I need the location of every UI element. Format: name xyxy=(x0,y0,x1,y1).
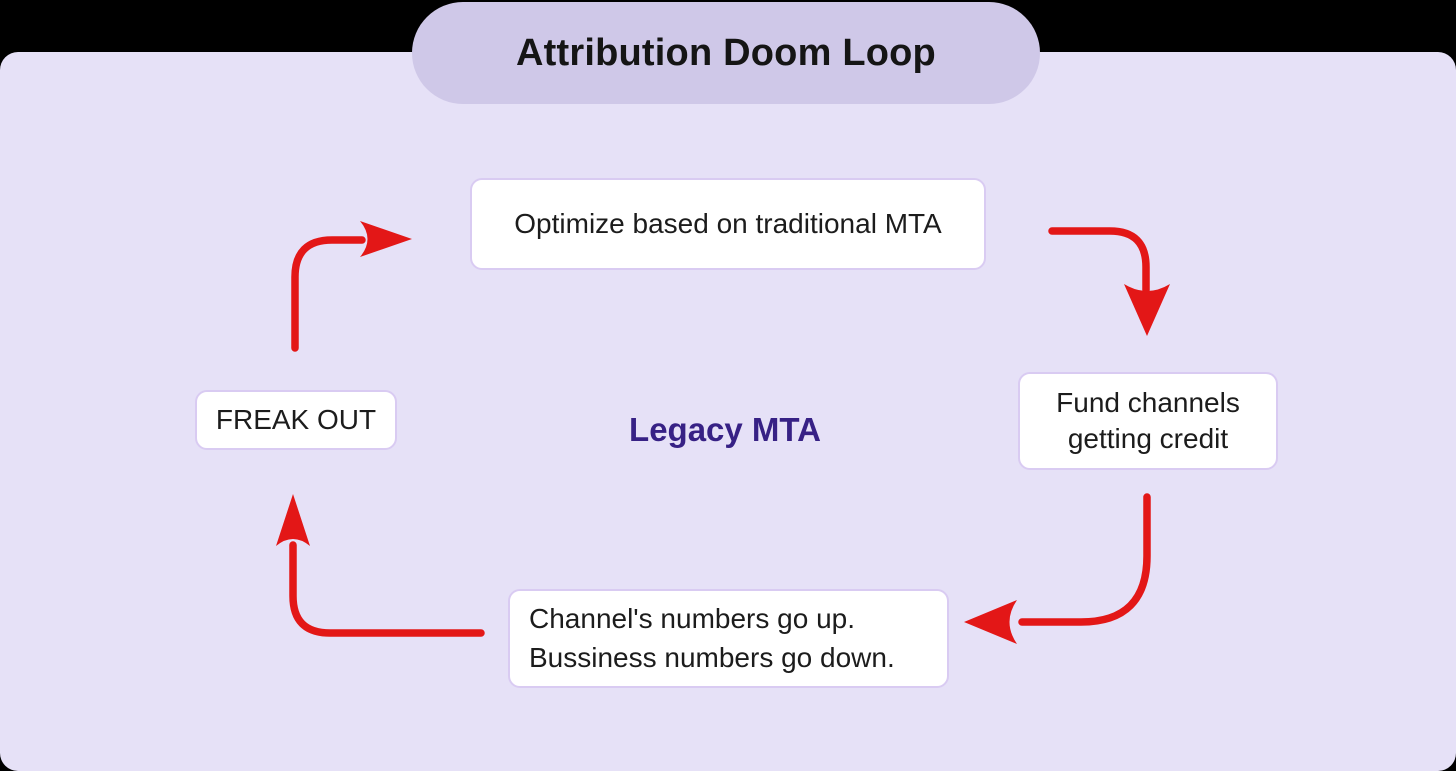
diagram-title: Attribution Doom Loop xyxy=(516,31,936,74)
node-numbers: Channel's numbers go up. Bussiness numbe… xyxy=(508,589,949,688)
node-numbers-line2: Bussiness numbers go down. xyxy=(529,641,895,673)
node-freak-out: FREAK OUT xyxy=(195,390,397,450)
node-fund-line1: Fund channels xyxy=(1056,387,1240,419)
node-fund-channels: Fund channels getting credit xyxy=(1018,372,1278,470)
title-pill: Attribution Doom Loop xyxy=(412,2,1040,104)
node-optimize: Optimize based on traditional MTA xyxy=(470,178,986,270)
center-label: Legacy MTA xyxy=(629,411,821,448)
node-fund-line2: getting credit xyxy=(1067,423,1229,454)
node-numbers-line1: Channel's numbers go up. xyxy=(529,603,855,635)
node-optimize-label: Optimize based on traditional MTA xyxy=(514,208,942,240)
node-freak-out-label: FREAK OUT xyxy=(215,404,377,436)
